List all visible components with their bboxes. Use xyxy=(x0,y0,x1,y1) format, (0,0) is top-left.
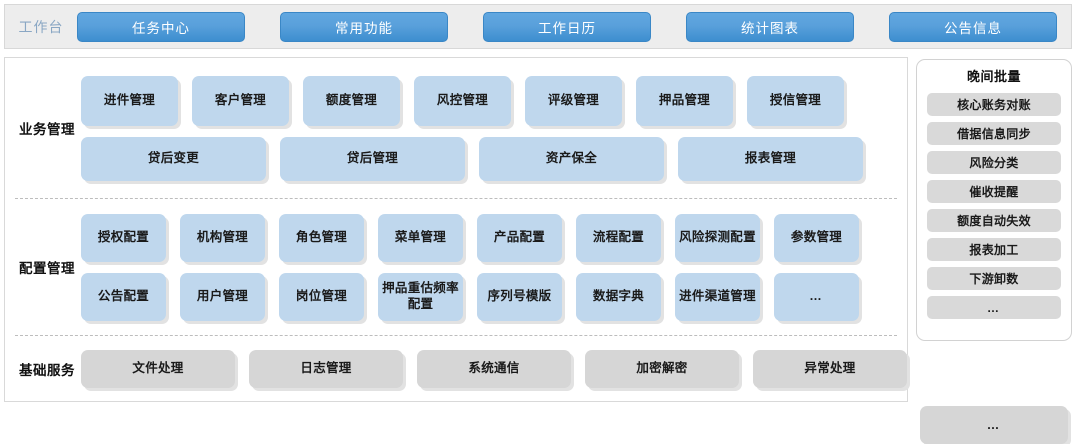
sidebar-item-more[interactable]: … xyxy=(927,296,1061,319)
tile-system-communication[interactable]: 系统通信 xyxy=(417,349,571,388)
tile-process-config[interactable]: 流程配置 xyxy=(576,213,661,262)
tile-announcement-config[interactable]: 公告配置 xyxy=(81,272,166,321)
tile-menu-management[interactable]: 菜单管理 xyxy=(378,213,463,262)
config-row-1: 授权配置 机构管理 角色管理 菜单管理 产品配置 流程配置 风险探测配置 参数管… xyxy=(81,213,895,262)
nav-button-task-center[interactable]: 任务中心 xyxy=(77,11,245,42)
tile-parameter-management[interactable]: 参数管理 xyxy=(774,213,859,262)
tile-rating-management[interactable]: 评级管理 xyxy=(525,75,622,126)
config-row-2: 公告配置 用户管理 岗位管理 押品重估频率配置 序列号模版 数据字典 进件渠道管… xyxy=(81,272,895,321)
divider-business-config xyxy=(15,198,897,199)
sidebar-item-risk-classification[interactable]: 风险分类 xyxy=(927,151,1061,174)
tile-credit-granting-management[interactable]: 授信管理 xyxy=(747,75,844,126)
tile-data-dictionary[interactable]: 数据字典 xyxy=(576,272,661,321)
workbench-page: 工作台 任务中心 常用功能 工作日历 统计图表 公告信息 业务管理 进件管理 客… xyxy=(4,4,1076,444)
tile-post-loan-change[interactable]: 贷后变更 xyxy=(81,136,266,181)
section-label-basic: 基础服务 xyxy=(19,362,75,378)
business-row-2: 贷后变更 贷后管理 资产保全 报表管理 xyxy=(81,136,895,181)
module-map-panel: 业务管理 进件管理 客户管理 额度管理 风控管理 评级管理 押品管理 授信管理 … xyxy=(4,57,908,402)
sidebar-item-downstream-data-unload[interactable]: 下游卸数 xyxy=(927,267,1061,290)
sidebar-item-core-account-reconciliation[interactable]: 核心账务对账 xyxy=(927,93,1061,116)
tile-collateral-revaluation-frequency-config[interactable]: 押品重估频率配置 xyxy=(378,272,463,321)
nav-button-work-calendar[interactable]: 工作日历 xyxy=(483,11,651,42)
tile-credit-limit-management[interactable]: 额度管理 xyxy=(303,75,400,126)
tile-user-management[interactable]: 用户管理 xyxy=(180,272,265,321)
tile-exception-handling[interactable]: 异常处理 xyxy=(753,349,907,388)
config-tile-rows: 授权配置 机构管理 角色管理 菜单管理 产品配置 流程配置 风险探测配置 参数管… xyxy=(81,213,907,321)
night-batch-sidebar: 晚间批量 核心账务对账 借据信息同步 风险分类 催收提醒 额度自动失效 报表加工… xyxy=(916,57,1076,444)
sidebar-item-report-processing[interactable]: 报表加工 xyxy=(927,238,1061,261)
section-label-config: 配置管理 xyxy=(19,261,75,276)
section-label-business: 业务管理 xyxy=(19,122,75,137)
top-nav-button-group: 任务中心 常用功能 工作日历 统计图表 公告信息 xyxy=(77,11,1071,42)
business-row-1: 进件管理 客户管理 额度管理 风控管理 评级管理 押品管理 授信管理 xyxy=(81,75,895,126)
nav-button-statistics-chart[interactable]: 统计图表 xyxy=(686,11,854,42)
business-tile-rows: 进件管理 客户管理 额度管理 风控管理 评级管理 押品管理 授信管理 贷后变更 … xyxy=(81,75,907,181)
night-batch-card: 晚间批量 核心账务对账 借据信息同步 风险分类 催收提醒 额度自动失效 报表加工… xyxy=(916,59,1072,341)
sidebar-bottom-more[interactable]: … xyxy=(920,406,1068,444)
tile-collateral-management[interactable]: 押品管理 xyxy=(636,75,733,126)
tile-post-loan-management[interactable]: 贷后管理 xyxy=(280,136,465,181)
sidebar-item-collection-reminder[interactable]: 催收提醒 xyxy=(927,180,1061,203)
tile-asset-preservation[interactable]: 资产保全 xyxy=(479,136,664,181)
tile-role-management[interactable]: 角色管理 xyxy=(279,213,364,262)
sidebar-item-loan-record-sync[interactable]: 借据信息同步 xyxy=(927,122,1061,145)
tile-risk-control-management[interactable]: 风控管理 xyxy=(414,75,511,126)
nav-button-announcement[interactable]: 公告信息 xyxy=(889,11,1057,42)
tile-log-management[interactable]: 日志管理 xyxy=(249,349,403,388)
tile-customer-management[interactable]: 客户管理 xyxy=(192,75,289,126)
section-config-management: 配置管理 授权配置 机构管理 角色管理 菜单管理 产品配置 流程配置 风险探测配… xyxy=(5,199,907,335)
tile-application-channel-management[interactable]: 进件渠道管理 xyxy=(675,272,760,321)
section-business-management: 业务管理 进件管理 客户管理 额度管理 风控管理 评级管理 押品管理 授信管理 … xyxy=(5,58,907,198)
sidebar-item-credit-limit-auto-expiry[interactable]: 额度自动失效 xyxy=(927,209,1061,232)
section-basic-services: 基础服务 文件处理 日志管理 系统通信 加密解密 异常处理 xyxy=(5,336,907,401)
tile-product-config[interactable]: 产品配置 xyxy=(477,213,562,262)
workbench-label: 工作台 xyxy=(18,18,64,35)
tile-serial-number-template[interactable]: 序列号模版 xyxy=(477,272,562,321)
night-batch-title: 晚间批量 xyxy=(966,69,1021,84)
tile-file-processing[interactable]: 文件处理 xyxy=(81,349,235,388)
tile-authorization-config[interactable]: 授权配置 xyxy=(81,213,166,262)
basic-tile-rows: 文件处理 日志管理 系统通信 加密解密 异常处理 xyxy=(81,349,919,388)
tile-report-management[interactable]: 报表管理 xyxy=(678,136,863,181)
tile-config-more[interactable]: … xyxy=(774,272,859,321)
tile-position-management[interactable]: 岗位管理 xyxy=(279,272,364,321)
tile-risk-detection-config[interactable]: 风险探测配置 xyxy=(675,213,760,262)
divider-config-basic xyxy=(15,335,897,336)
basic-row-1: 文件处理 日志管理 系统通信 加密解密 异常处理 xyxy=(81,349,907,388)
tile-organization-management[interactable]: 机构管理 xyxy=(180,213,265,262)
tile-application-management[interactable]: 进件管理 xyxy=(81,75,178,126)
nav-button-common-functions[interactable]: 常用功能 xyxy=(280,11,448,42)
tile-encryption-decryption[interactable]: 加密解密 xyxy=(585,349,739,388)
top-navigation-bar: 工作台 任务中心 常用功能 工作日历 统计图表 公告信息 xyxy=(4,4,1072,49)
